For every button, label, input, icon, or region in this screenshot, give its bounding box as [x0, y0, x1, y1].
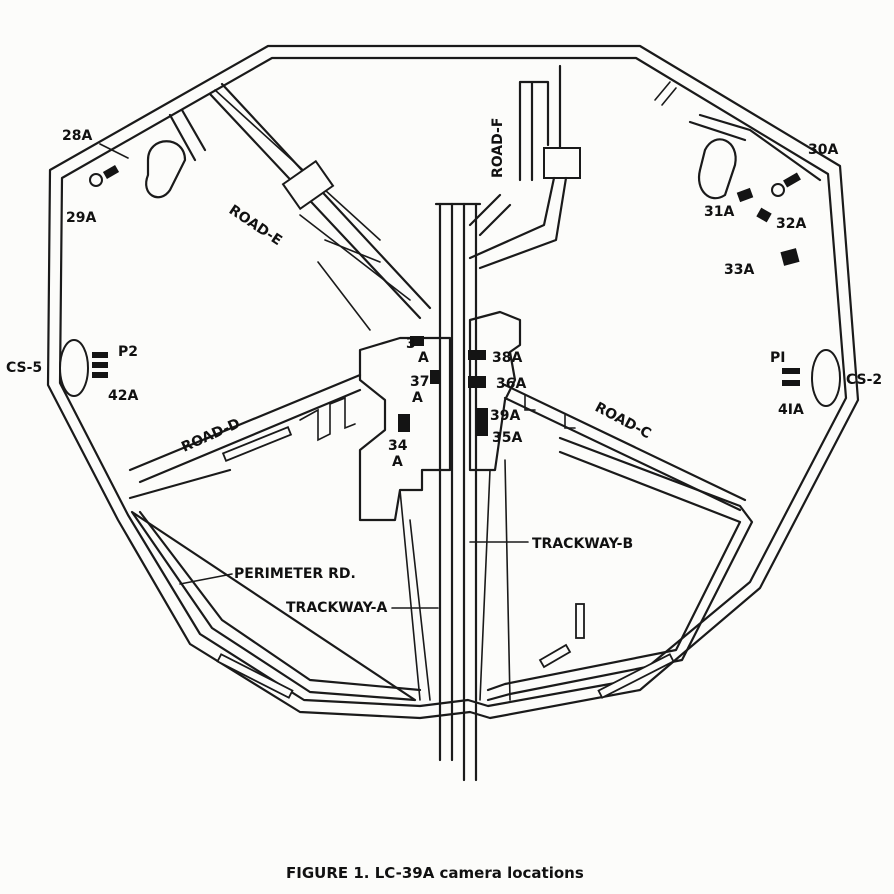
- camera-marker: [780, 248, 800, 266]
- camera-42a-label: 42A: [108, 388, 138, 404]
- camera-38a-label: 38A: [492, 350, 522, 366]
- road-d-bar: [221, 426, 293, 462]
- trackway-b-lines: [462, 202, 478, 782]
- road-d-blocks: [299, 396, 356, 442]
- tr-loop: [697, 138, 737, 200]
- road-e-spur: [317, 239, 381, 331]
- leader-28a: [99, 143, 129, 159]
- road-e-box: [281, 159, 335, 211]
- camera-34a-label-b: A: [392, 454, 403, 470]
- camera-marker: [92, 372, 108, 378]
- camera-marker: [468, 350, 486, 360]
- small-rect-2: [538, 643, 572, 669]
- p2-label: P2: [118, 344, 138, 360]
- camera-marker: [476, 408, 488, 436]
- cs2-oval: [811, 349, 841, 407]
- camera-28a-label: 28A: [62, 128, 92, 144]
- camera-marker: [430, 370, 440, 384]
- camera-marker: [783, 172, 801, 188]
- camera-31a-label: 31A: [704, 204, 734, 220]
- camera-32a-label: 32A: [776, 216, 806, 232]
- road-c-line: [503, 383, 747, 512]
- tl-loop: [145, 140, 187, 199]
- tl-loop-road: [168, 108, 207, 162]
- camera-3a-label-b: A: [418, 350, 429, 366]
- camera-marker: [92, 362, 108, 368]
- road-d-line: [128, 373, 362, 484]
- launch-pad-outline: [358, 336, 452, 522]
- trackway-feeders: [399, 459, 511, 701]
- camera-marker: [756, 207, 772, 223]
- road-f-curve: [468, 176, 568, 270]
- camera-29a-label: 29A: [66, 210, 96, 226]
- perimeter-road-label: PERIMETER RD.: [234, 566, 356, 582]
- camera-35a-label: 35A: [492, 430, 522, 446]
- camera-marker: [736, 187, 754, 203]
- camera-3a-label: 3: [406, 336, 416, 352]
- camera-30a-label: 30A: [808, 142, 838, 158]
- camera-marker: [398, 414, 410, 432]
- tr-spur: [654, 81, 677, 106]
- perimeter-road-inner: [58, 56, 848, 708]
- camera-marker: [410, 336, 424, 346]
- road-c-label: ROAD-C: [592, 399, 653, 442]
- camera-37a-label-b: A: [412, 390, 423, 406]
- camera-marker: [468, 376, 486, 388]
- p1-label: PI: [770, 350, 785, 366]
- camera-33a-label: 33A: [724, 262, 754, 278]
- small-rect-1: [575, 603, 585, 639]
- camera-37a-label: 37: [410, 374, 429, 390]
- trackway-b-label: TRACKWAY-B: [532, 536, 633, 552]
- road-f-label: ROAD-F: [490, 118, 506, 178]
- road-c-tabs: [524, 394, 576, 429]
- trackway-a-label: TRACKWAY-A: [286, 600, 387, 616]
- cs2-label: CS-2: [846, 372, 882, 388]
- camera-36a-label: 36A: [496, 376, 526, 392]
- camera-marker: [782, 368, 800, 374]
- camera-41a-label: 4IA: [778, 402, 804, 418]
- cs5-oval: [59, 339, 89, 397]
- tr-road: [688, 113, 822, 182]
- camera-marker: [89, 173, 103, 187]
- figure-caption: FIGURE 1. LC-39A camera locations: [286, 864, 584, 882]
- inner-loop-road-2: [138, 450, 742, 692]
- camera-39a-label: 39A: [490, 408, 520, 424]
- camera-marker: [782, 380, 800, 386]
- camera-marker: [771, 183, 785, 197]
- road-f-box: [543, 147, 581, 179]
- cs5-label: CS-5: [6, 360, 42, 376]
- bottom-right-bar: [597, 653, 675, 699]
- trackway-a-lines: [438, 202, 454, 762]
- road-e-label: ROAD-E: [226, 202, 285, 249]
- bottom-left-bar: [216, 653, 294, 699]
- perimeter-road-outer: [46, 44, 860, 720]
- road-e-branch: [214, 89, 411, 301]
- road-f-line: [518, 64, 562, 182]
- camera-34a-label: 34: [388, 438, 408, 454]
- leader-perimeter: [179, 573, 233, 585]
- road-e-line: [208, 82, 432, 320]
- camera-marker: [102, 165, 120, 179]
- camera-marker: [92, 352, 108, 358]
- pad-right-outline: [468, 310, 522, 472]
